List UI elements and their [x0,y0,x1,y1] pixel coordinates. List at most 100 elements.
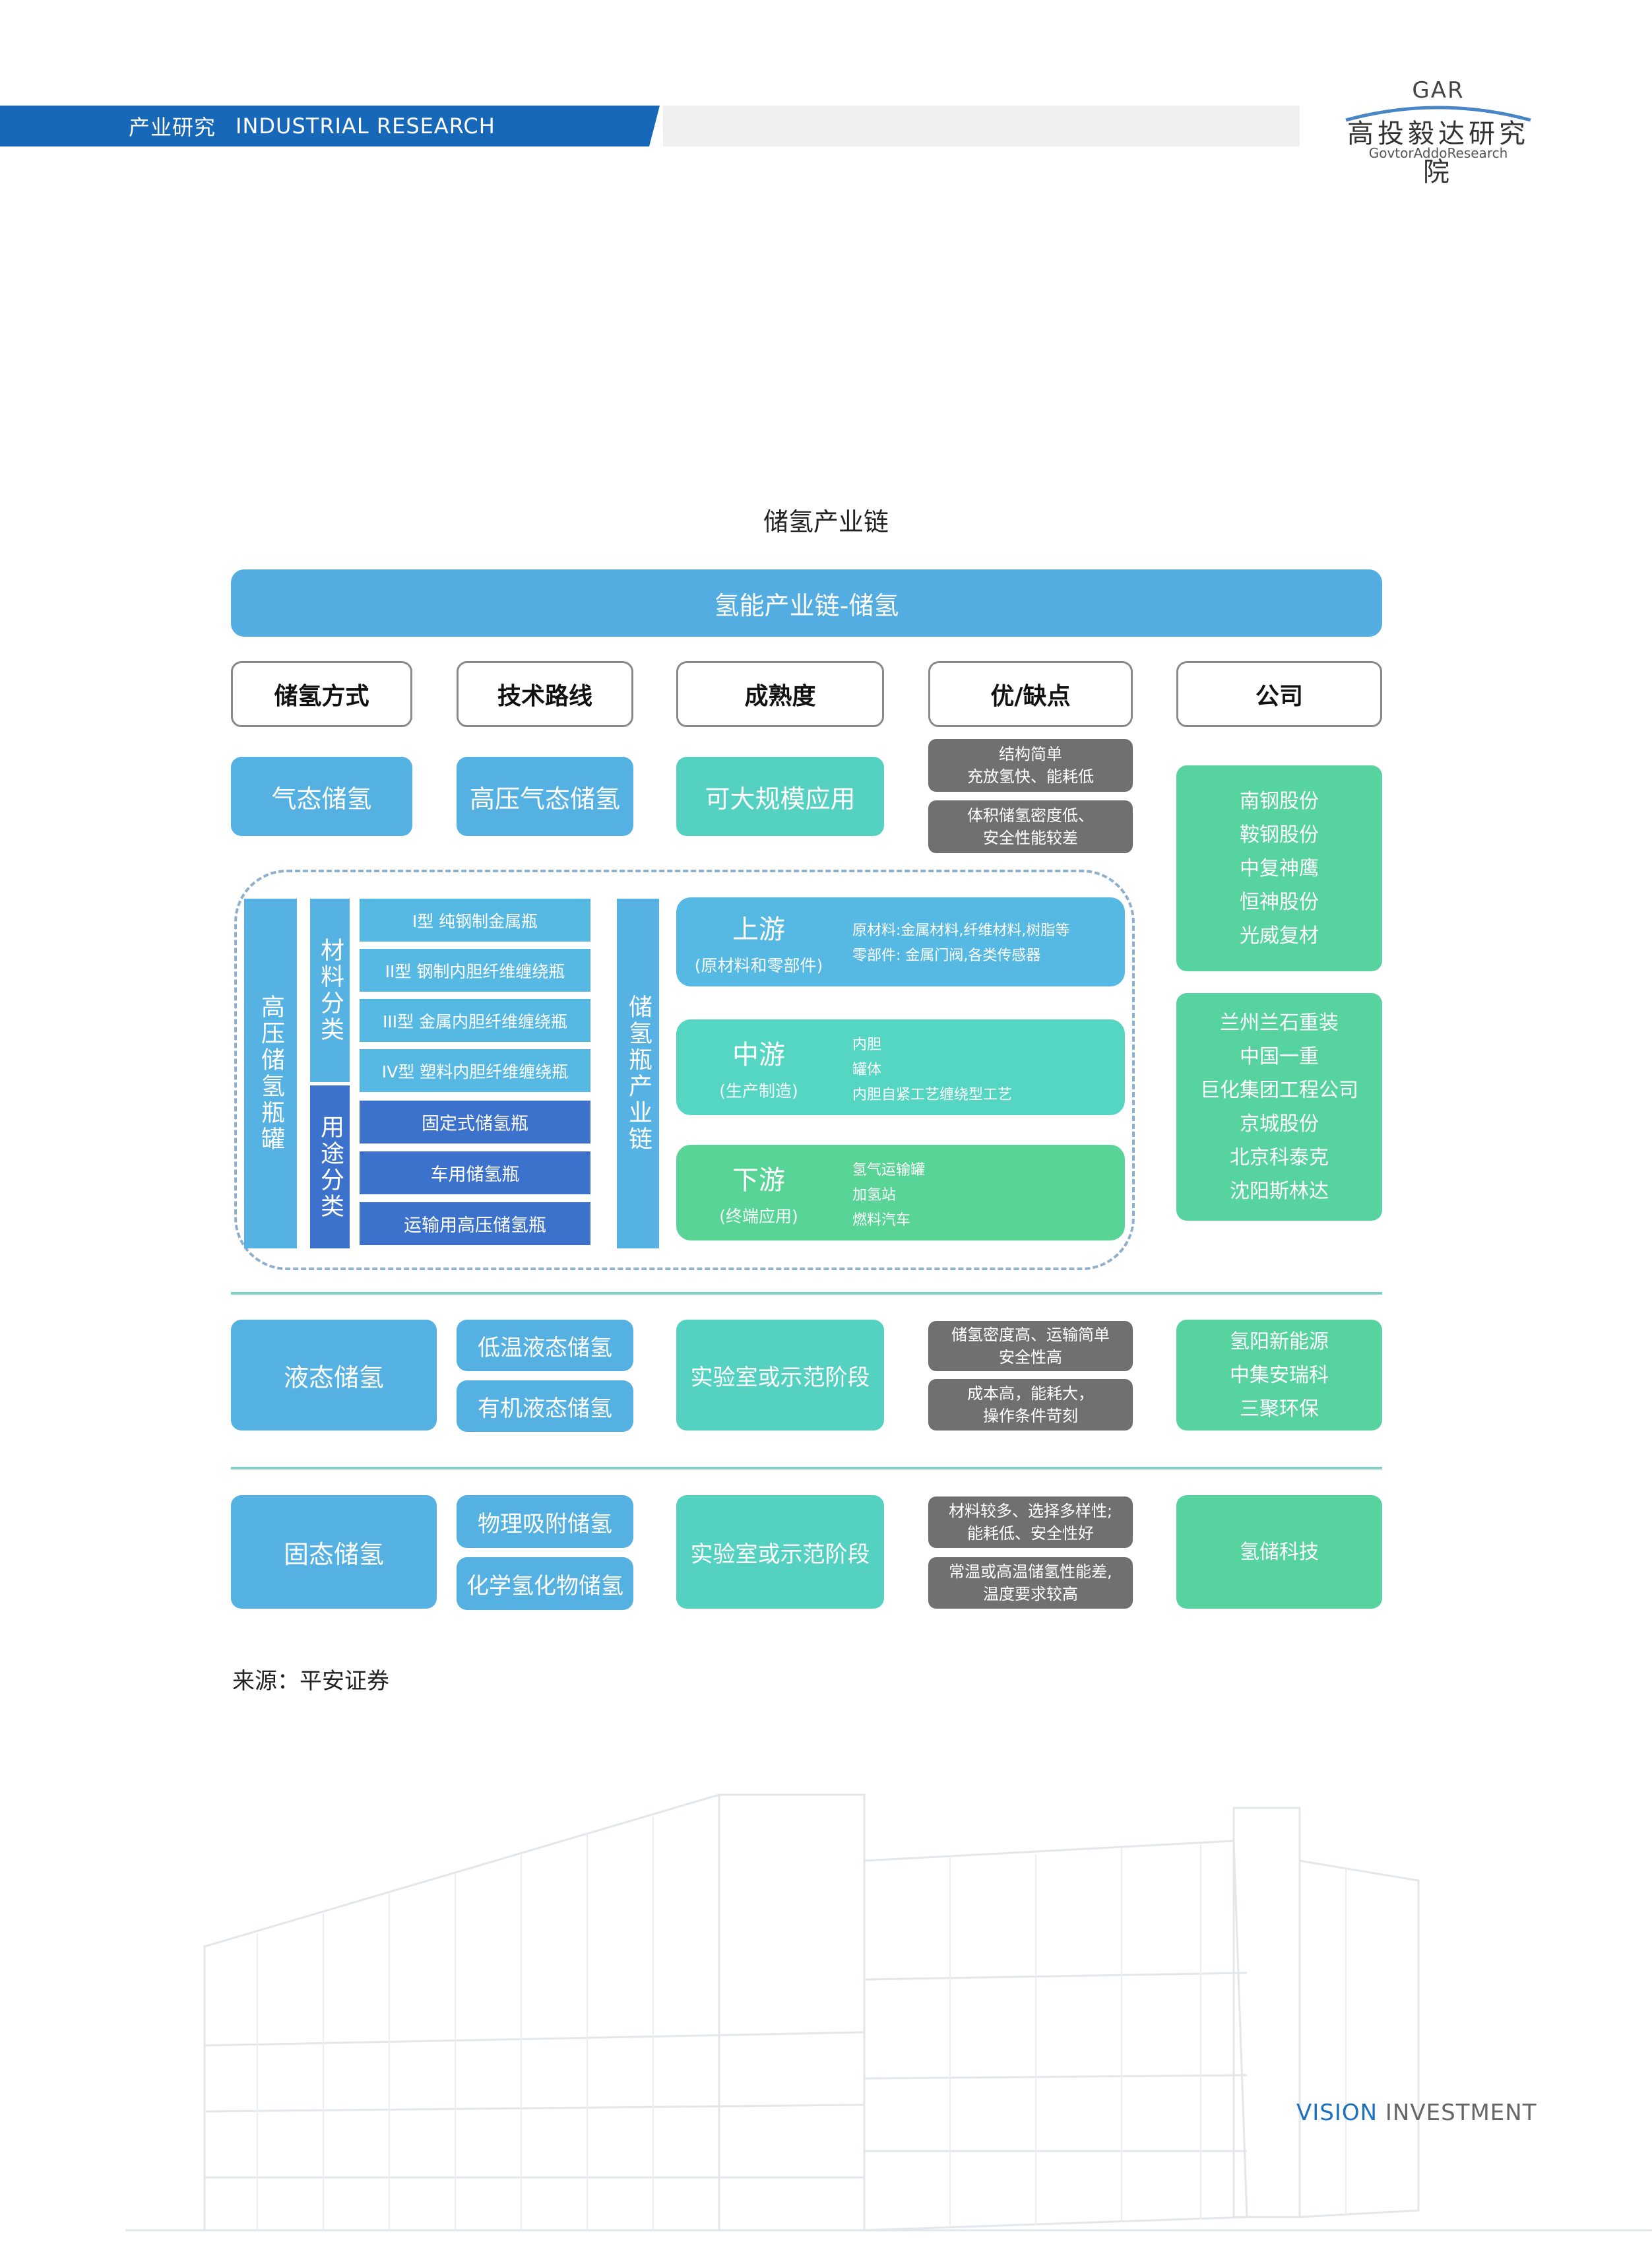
stage-name: 上游 [732,914,785,945]
material-type-box: I型 纯钢制金属瓶 [360,899,590,942]
header-section-label: 产业研究 INDUSTRIAL RESEARCH [129,106,515,146]
row-separator [231,1292,1382,1295]
company-name: 三聚环保 [1240,1397,1319,1421]
header-bar [0,106,660,146]
gas-pros-line: 充放氢快、能耗低 [967,767,1094,786]
company-name: 兰州兰石重装 [1220,1011,1339,1035]
gas-method-box: 气态储氢 [231,757,412,836]
row-separator [231,1467,1382,1469]
stage-detail: 罐体 [852,1062,882,1078]
liquid-maturity-box: 实验室或示范阶段 [676,1320,884,1431]
stage-midstream-title: 中游 (生产制造) [676,1019,841,1115]
stage-midstream [676,1019,1125,1115]
company-name: 南钢股份 [1240,789,1319,813]
solid-pros-line: 材料较多、选择多样性; [948,1502,1113,1520]
gas-cons-line: 体积储氢密度低、 [967,806,1094,825]
solid-maturity-box: 实验室或示范阶段 [676,1495,884,1609]
company-name: 恒神股份 [1240,890,1319,914]
stage-name: 下游 [732,1165,785,1196]
footer-slogan: VISION INVESTMENT [1296,2100,1537,2126]
footer-slogan-investment: INVESTMENT [1385,2100,1537,2126]
company-name: 京城股份 [1240,1112,1319,1136]
company-name: 中国一重 [1240,1045,1319,1068]
gas-cons-box: 体积储氢密度低、 安全性能较差 [928,800,1133,853]
usage-category-label: 用途分类 [310,1085,350,1248]
liquid-companies: 氢阳新能源 中集安瑞科 三聚环保 [1176,1320,1382,1431]
stage-sub: (生产制造) [719,1081,798,1101]
material-type-box: IV型 塑料内胆纤维缠绕瓶 [360,1049,590,1092]
figure-top-bar: 氢能产业链-储氢 [231,569,1382,637]
stage-detail: 燃料汽车 [852,1212,911,1229]
company-name: 鞍钢股份 [1240,823,1319,847]
gas-pros-box: 结构简单 充放氢快、能耗低 [928,739,1133,792]
stage-downstream-details: 氢气运输罐 加氢站 燃料汽车 [852,1158,925,1233]
liquid-pros-box: 储氢密度高、运输简单 安全性高 [928,1321,1133,1371]
solid-cons-line: 温度要求较高 [983,1585,1078,1603]
company-name: 中集安瑞科 [1230,1363,1329,1387]
company-name: 光威复材 [1240,924,1319,948]
stage-detail: 内胆自紧工艺缠绕型工艺 [852,1087,1013,1103]
header-section-cn: 产业研究 [129,115,216,140]
footer-slogan-vision: VISION [1296,2100,1378,2126]
solid-pros-line: 能耗低、安全性好 [967,1524,1094,1543]
stage-upstream [676,897,1125,986]
usage-type-box: 固定式储氢瓶 [360,1101,590,1143]
building-illustration-icon [125,1793,1652,2232]
column-header-company: 公司 [1176,661,1382,727]
gas-route-box: 高压气态储氢 [457,757,633,836]
stage-detail: 零部件: 金属门阀,各类传感器 [852,948,1041,964]
material-category-label: 材料分类 [310,899,350,1082]
company-name: 北京科泰克 [1230,1145,1329,1169]
company-name: 沈阳斯林达 [1230,1179,1329,1203]
stage-detail: 原材料:金属材料,纤维材料,树脂等 [852,922,1070,939]
cylinder-group-frame [234,870,1135,1270]
logo-sub: GovtorAddoResearch [1368,145,1508,161]
header-gray-band [663,106,1300,146]
liquid-cons-line: 操作条件苛刻 [983,1407,1078,1425]
stage-downstream [676,1145,1125,1240]
column-header-route: 技术路线 [457,661,633,727]
liquid-cons-line: 成本高，能耗大， [967,1384,1094,1403]
stage-detail: 氢气运输罐 [852,1162,926,1178]
stage-midstream-details: 内胆 罐体 内胆自紧工艺缠绕型工艺 [852,1033,1012,1108]
liquid-route-box: 有机液态储氢 [457,1380,633,1432]
solid-cons-line: 常温或高温储氢性能差, [949,1562,1112,1581]
liquid-route-box: 低温液态储氢 [457,1320,633,1371]
solid-method-box: 固态储氢 [231,1495,437,1609]
stage-detail: 加氢站 [852,1187,897,1204]
solid-cons-box: 常温或高温储氢性能差, 温度要求较高 [928,1557,1133,1609]
figure-title: 储氢产业链 [763,507,889,536]
liquid-pros-line: 安全性高 [999,1348,1062,1367]
column-header-proscons: 优/缺点 [928,661,1133,727]
stage-upstream-title: 上游 (原材料和零部件) [676,897,841,986]
cylinder-chain-label: 储氢瓶产业链 [617,899,659,1248]
gas-companies-midstream: 兰州兰石重装 中国一重 巨化集团工程公司 京城股份 北京科泰克 沈阳斯林达 [1176,993,1382,1221]
solid-route-box: 化学氢化物储氢 [457,1557,633,1610]
cylinder-label: 高压储氢瓶罐 [244,899,297,1248]
figure-source: 来源：平安证券 [232,1668,389,1694]
stage-sub: (原材料和零部件) [694,955,823,975]
usage-type-box: 车用储氢瓶 [360,1151,590,1194]
gas-cons-line: 安全性能较差 [983,829,1078,847]
company-name: 中复神鹰 [1240,856,1319,880]
logo-cn: 高投毅达研究院 [1347,119,1529,187]
company-name: 氢储科技 [1240,1540,1319,1564]
solid-route-box: 物理吸附储氢 [457,1495,633,1548]
header-section-en: INDUSTRIAL RESEARCH [236,113,495,139]
gas-companies-upstream: 南钢股份 鞍钢股份 中复神鹰 恒神股份 光威复材 [1176,765,1382,971]
stage-detail: 内胆 [852,1037,882,1053]
material-type-box: II型 钢制内胆纤维缠绕瓶 [360,949,590,992]
solid-companies: 氢储科技 [1176,1495,1382,1609]
stage-downstream-title: 下游 (终端应用) [676,1145,841,1240]
liquid-pros-line: 储氢密度高、运输简单 [951,1326,1110,1344]
column-header-method: 储氢方式 [231,661,412,727]
material-type-box: III型 金属内胆纤维缠绕瓶 [360,999,590,1042]
company-name: 巨化集团工程公司 [1200,1078,1358,1102]
logo-arc-icon [1345,106,1531,122]
stage-upstream-details: 原材料:金属材料,纤维材料,树脂等 零部件: 金属门阀,各类传感器 [852,918,1069,969]
stage-sub: (终端应用) [719,1206,798,1226]
gas-pros-line: 结构简单 [999,745,1062,763]
gas-maturity-box: 可大规模应用 [676,757,884,836]
stage-name: 中游 [732,1039,785,1070]
column-header-maturity: 成熟度 [676,661,884,727]
